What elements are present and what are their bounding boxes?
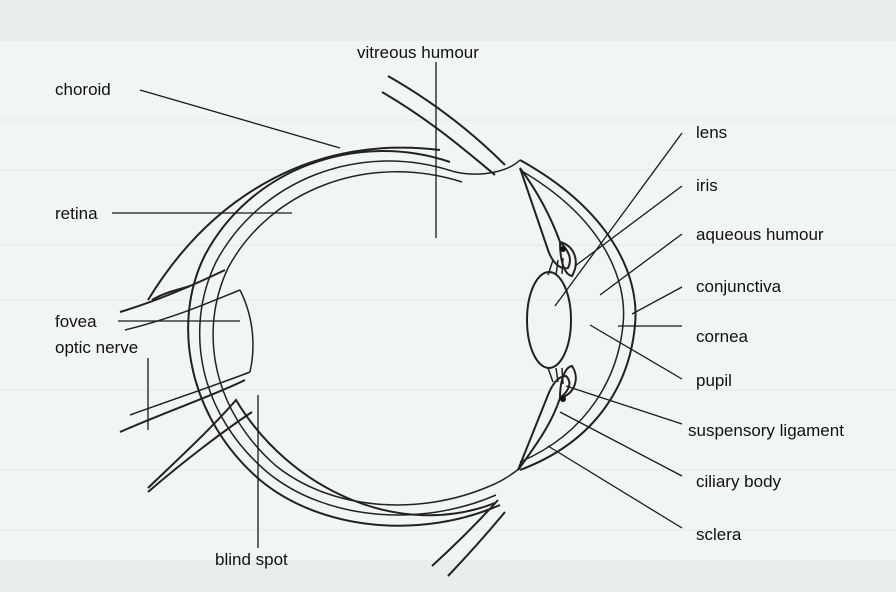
label-blind-spot: blind spot bbox=[215, 550, 288, 569]
label-ciliary-body: ciliary body bbox=[696, 472, 782, 491]
label-conjunctiva: conjunctiva bbox=[696, 277, 782, 296]
label-fovea: fovea bbox=[55, 312, 97, 331]
label-choroid: choroid bbox=[55, 80, 111, 99]
label-aqueous-humour: aqueous humour bbox=[696, 225, 824, 244]
label-lens: lens bbox=[696, 123, 727, 142]
label-sclera: sclera bbox=[696, 525, 742, 544]
ciliary-dot-lower bbox=[560, 396, 566, 402]
label-retina: retina bbox=[55, 204, 98, 223]
label-optic-nerve: optic nerve bbox=[55, 338, 138, 357]
label-suspensory-ligament: suspensory ligament bbox=[688, 421, 844, 440]
label-pupil: pupil bbox=[696, 371, 732, 390]
label-vitreous-humour: vitreous humour bbox=[357, 43, 479, 62]
label-cornea: cornea bbox=[696, 327, 749, 346]
ciliary-dot-upper bbox=[560, 246, 566, 252]
label-iris: iris bbox=[696, 176, 718, 195]
